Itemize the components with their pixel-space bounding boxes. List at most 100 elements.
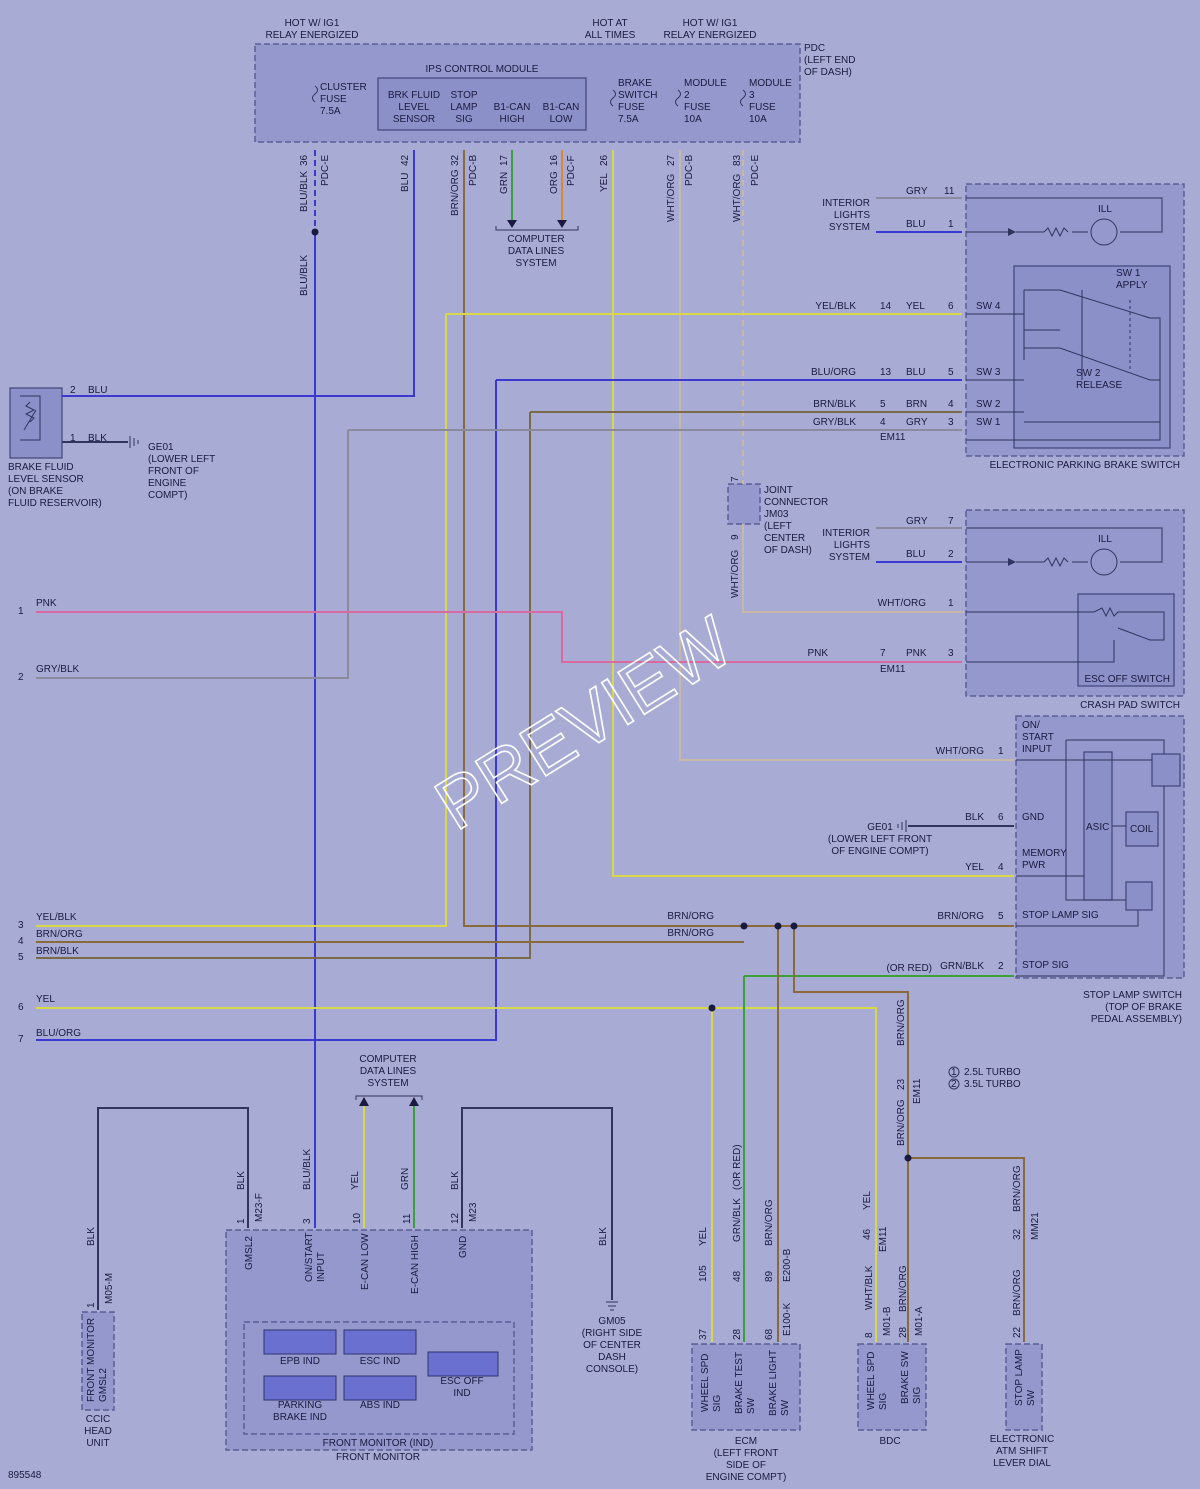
slsw-top-box [1151, 753, 1181, 787]
bdc-yel-pin: 46 [862, 1228, 873, 1240]
ecm-pin2-wire: 89 [764, 1270, 775, 1282]
jm03-pin-bottom: 9 [730, 534, 741, 540]
dial-pin: 22 [1012, 1326, 1023, 1338]
brake-fluid-sensor-box [9, 387, 63, 459]
legend-note2-circle [948, 1078, 960, 1090]
fm-pin1-color: BLU/BLK [302, 1149, 313, 1190]
dial-mm-conn: MM21 [1030, 1212, 1041, 1240]
fm-pin2-color: YEL [350, 1171, 361, 1190]
left-wire-4-color: BRN/ORG [36, 929, 83, 940]
esc-off-switch-label: ESC OFF SWITCH [1084, 674, 1170, 685]
left-wire-1-color: PNK [36, 598, 57, 609]
wire-blu-org-epb [36, 380, 497, 1041]
epb-switch-inner [1013, 265, 1171, 449]
left-wire-3-num: 3 [18, 920, 24, 931]
ecm-pin2-pin: 68 [764, 1328, 775, 1340]
left-wire-6-num: 6 [18, 1002, 24, 1013]
fm-pin3-color: GRN [400, 1168, 411, 1190]
data-lines-arrow-grn [507, 220, 517, 228]
esc-off-switch-circuit [966, 606, 1165, 663]
epb-switch-contacts [966, 289, 1161, 441]
wire-brn-org-bdc [793, 926, 909, 1342]
left-wire-3-color: YEL/BLK [36, 912, 77, 923]
coil-box [1125, 811, 1159, 847]
pdc-wire-17-pin: 17 [499, 154, 510, 166]
slsw-grn-color: GRN/BLK [940, 961, 984, 972]
bdc-pin0-pin: 8 [864, 1332, 875, 1338]
fm-pin4-name: GND [458, 1236, 469, 1258]
module3-fuse-icon [740, 89, 746, 107]
left-wire-4-num: 4 [18, 936, 24, 947]
ecm-pin2-name: BRAKE LIGHTSW [768, 1350, 791, 1416]
epb-row1-pin: 5 [948, 367, 954, 378]
ecm-conn1: E100-K [782, 1302, 793, 1336]
crash-pnk-em: 7 [880, 648, 886, 659]
wire-brn-org-dial [908, 1157, 1025, 1342]
ecm-pin1-wire: 48 [732, 1270, 743, 1282]
epb-blu-pin: 1 [948, 219, 954, 230]
crash-ill-circuit [966, 527, 1163, 563]
bdc-pin0-conn: M01-B [882, 1306, 893, 1336]
ccic-box [81, 1311, 115, 1411]
wire-yel-6 [36, 1007, 877, 1218]
data-lines-bracket-top [495, 226, 579, 231]
parking-brake-ind-lamp [263, 1375, 337, 1401]
pdc-wire-42-color: BLU [400, 173, 411, 192]
pdc-wire-83-color: WHT/ORG [732, 173, 743, 222]
pdc-wire-83-conn: PDC-E [750, 155, 761, 186]
joint-connector-box [727, 483, 761, 525]
fm-pin4-color: BLK [450, 1171, 461, 1190]
wire-wht-org-jm03 [742, 524, 964, 613]
fm-pin0-conn: M23-F [254, 1193, 265, 1222]
gm05-ground-icon [606, 1301, 618, 1311]
splice-brn-org-4 [904, 1154, 912, 1162]
epb-row0-pin: 6 [948, 301, 954, 312]
slsw-gnd: GND [1022, 812, 1044, 823]
epb-row2-em: 5 [880, 399, 886, 410]
epb-row0-left: YEL/BLK [815, 301, 856, 312]
bdc-brn-color: BRN/ORG [896, 999, 907, 1046]
left-wire-5-color: BRN/BLK [36, 946, 79, 957]
sensor-internal [20, 395, 41, 441]
wire-blu-42 [62, 150, 415, 397]
sensor-pin2-color: BLU [88, 385, 107, 396]
bdc-brn-pin: 23 [896, 1078, 907, 1090]
wire-brn-org-32 [463, 150, 744, 927]
ips-module-box [377, 77, 587, 131]
left-wire-5-num: 5 [18, 952, 24, 963]
epb-row3-sw: SW 1 [976, 417, 1001, 428]
epb-ill-icon [1090, 218, 1118, 246]
slsw-brn-color: BRN/ORG [937, 911, 984, 922]
slsw-or-red: (OR RED) [886, 963, 932, 974]
blu-blk-lower-label: BLU/BLK [299, 255, 310, 296]
bdc-brn-lower: BRN/ORG [896, 1099, 907, 1146]
epb-gry-color: GRY [906, 186, 928, 197]
ecm-box [691, 1343, 801, 1431]
splice-brn-org-1 [740, 922, 748, 930]
bdc-label: BDC [879, 1436, 900, 1447]
pdc-wire-16-color: ORG [549, 171, 560, 194]
jm03-color: WHT/ORG [730, 549, 741, 598]
slsw-wht-color: WHT/ORG [936, 746, 985, 757]
sensor-pin2: 2 [70, 385, 76, 396]
shift-dial-box [1005, 1343, 1043, 1431]
ecm-or-red: (OR RED) [732, 1144, 743, 1190]
crash-wht-color: WHT/ORG [878, 598, 927, 609]
pdc-wire-27-conn: PDC-B [684, 155, 695, 186]
data-lines-arrow-org [557, 220, 567, 228]
bdc-yel-color: YEL [862, 1191, 873, 1210]
wire-blk-ccic [97, 1107, 249, 1310]
module2-fuse-icon [675, 89, 681, 107]
legend-note1-num: 1 [951, 1067, 957, 1078]
